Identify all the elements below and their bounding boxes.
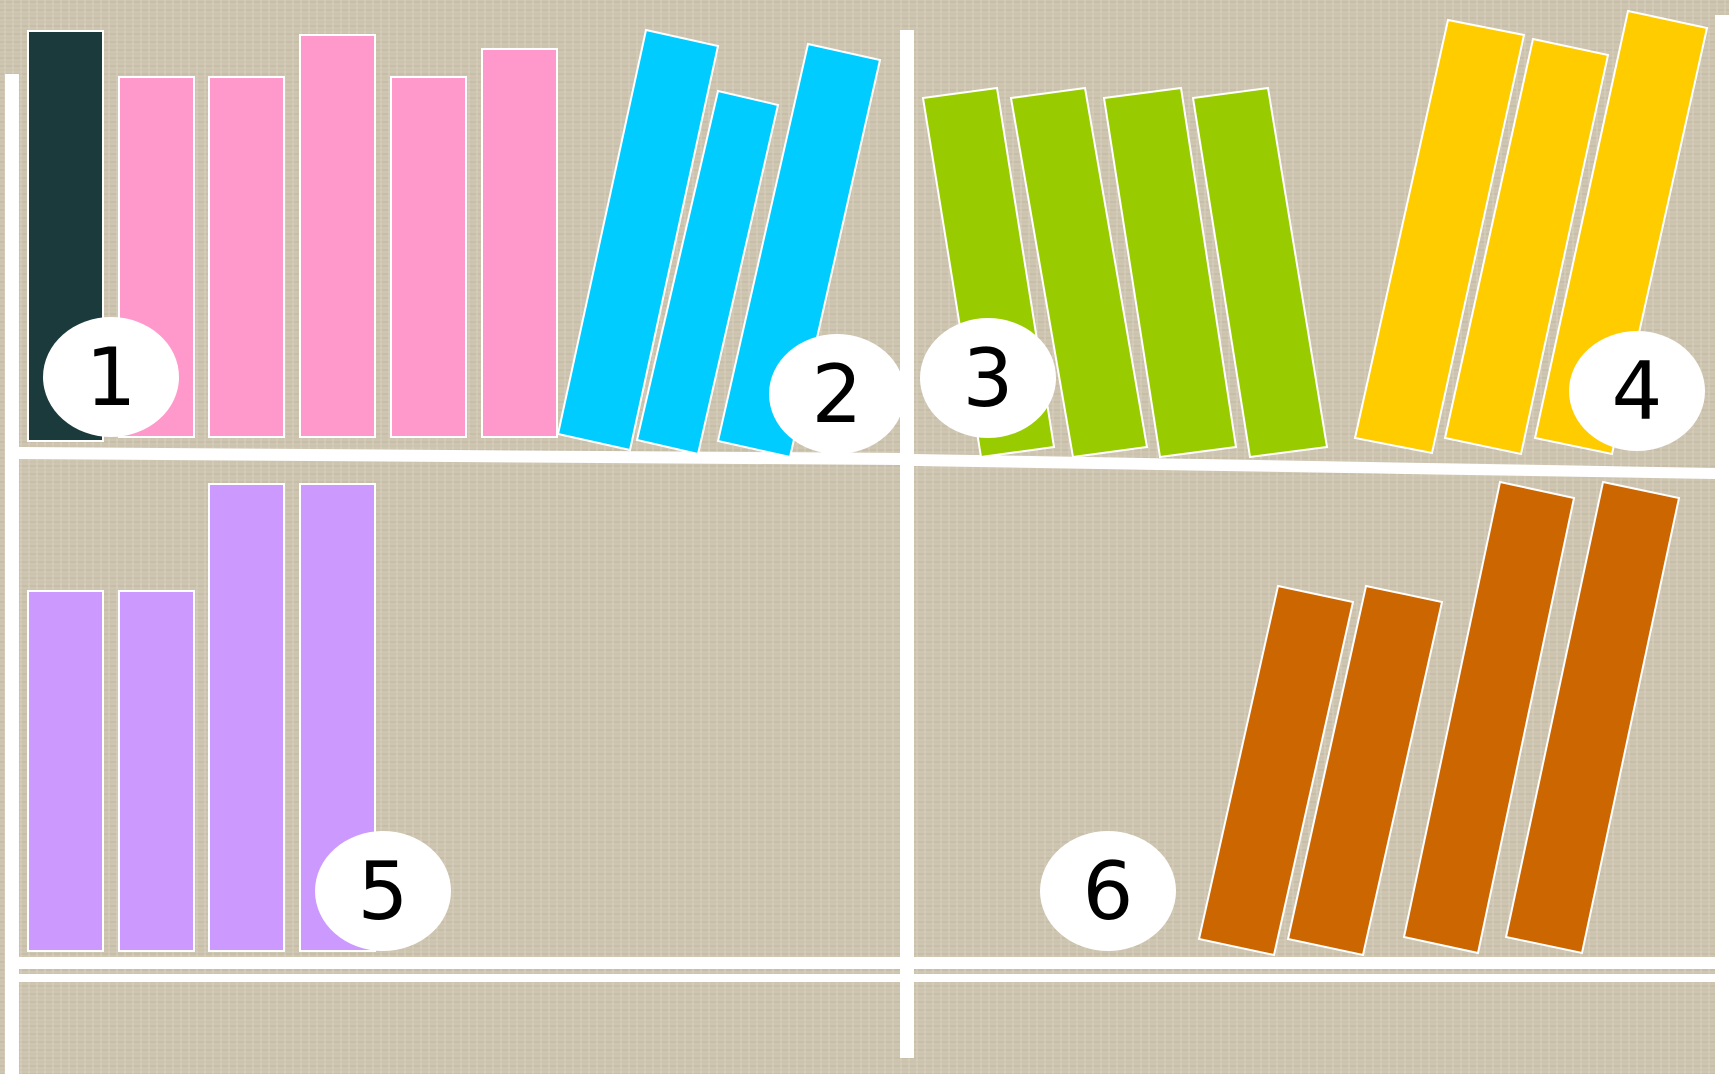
- badge-2[interactable]: 2: [769, 334, 905, 454]
- book-pink: [209, 77, 284, 437]
- badge-label: 2: [812, 348, 863, 441]
- right-upright: [1715, 15, 1729, 1074]
- book-purple: [119, 591, 194, 951]
- badge-3[interactable]: 3: [920, 318, 1056, 438]
- bottom-shelf-left: [19, 974, 900, 982]
- badge-label: 3: [963, 332, 1014, 425]
- book-pink: [300, 35, 375, 437]
- badge-6[interactable]: 6: [1040, 831, 1176, 951]
- badge-label: 6: [1083, 845, 1134, 938]
- book-pink: [391, 77, 466, 437]
- center-upright: [900, 30, 914, 1058]
- badge-label: 5: [358, 845, 409, 938]
- left-upright: [5, 74, 19, 1074]
- badge-label: 1: [86, 331, 137, 424]
- book-pink: [482, 49, 557, 437]
- badge-label: 4: [1612, 345, 1663, 438]
- badge-4[interactable]: 4: [1569, 331, 1705, 451]
- book-purple: [209, 484, 284, 951]
- book-purple: [28, 591, 103, 951]
- badge-1[interactable]: 1: [43, 317, 179, 437]
- middle-shelf-left: [19, 957, 900, 969]
- middle-shelf-right: [914, 957, 1715, 969]
- badge-5[interactable]: 5: [315, 831, 451, 951]
- bottom-shelf-right: [914, 974, 1715, 982]
